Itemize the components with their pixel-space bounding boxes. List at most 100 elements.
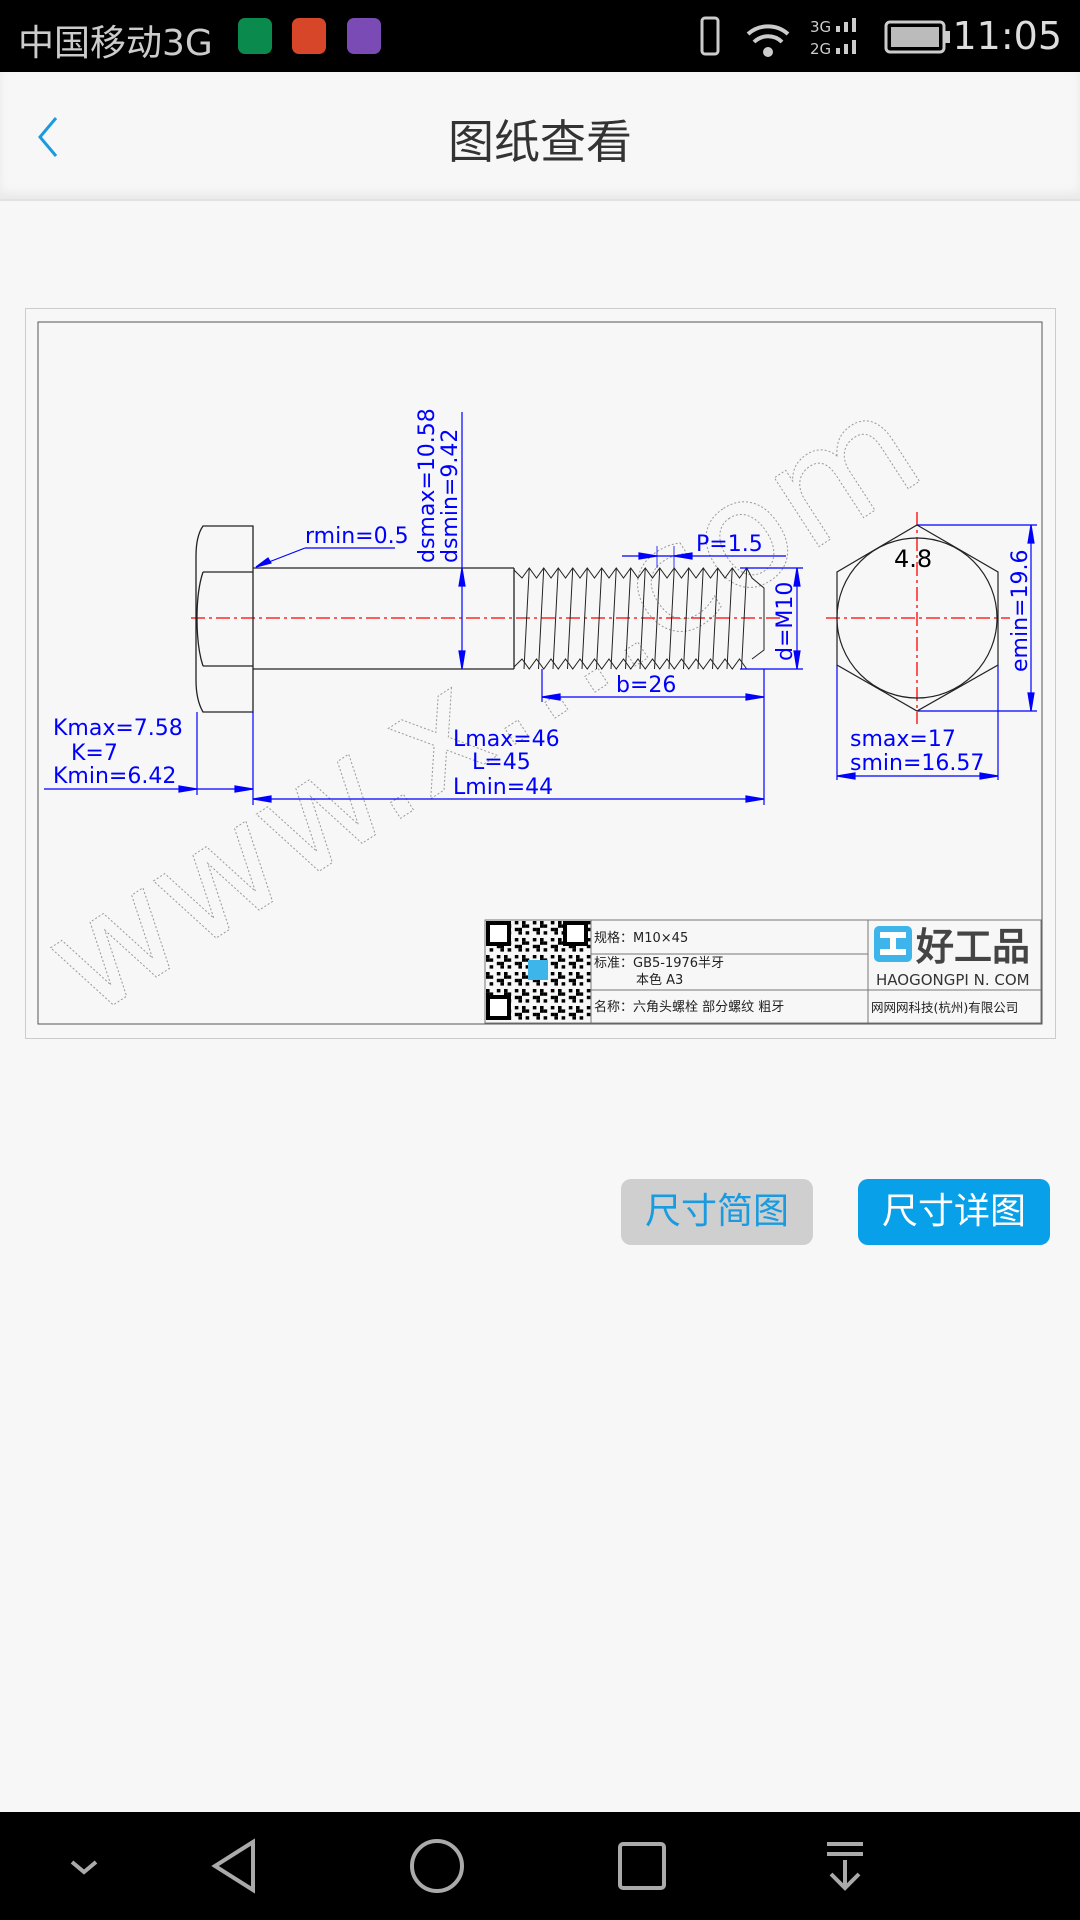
spec-label: 规格： [594, 930, 633, 946]
qr-module [558, 924, 562, 928]
qr-module [576, 958, 580, 962]
drawing-card[interactable] [25, 308, 1056, 1039]
qr-module [518, 1016, 522, 1020]
qr-module [500, 978, 504, 983]
thread-crest-line [596, 567, 603, 670]
qr-module [486, 989, 490, 993]
home-icon[interactable] [407, 1836, 467, 1896]
qr-module [500, 948, 504, 952]
qr-module [543, 999, 548, 1003]
qr-module [568, 961, 573, 966]
detail-dimension-button[interactable]: 尺寸详图 [858, 1179, 1050, 1245]
qr-module [543, 992, 548, 996]
status-bar: 中国移动3G 3G 2G 11:05 [0, 0, 1080, 72]
qr-module [522, 975, 526, 979]
qr-module [507, 975, 512, 979]
thread-crest-line [726, 567, 733, 670]
qr-module [525, 948, 530, 952]
qr-module [558, 975, 562, 979]
qr-module [554, 1016, 558, 1020]
brand-logo: 好工品 HAOGONGPI N. COM [874, 925, 1030, 989]
centerlines [191, 512, 1010, 724]
thread-profile [513, 658, 748, 670]
qr-module [572, 965, 576, 969]
recents-icon[interactable] [612, 1836, 672, 1896]
brand-name: 好工品 [915, 925, 1030, 969]
qr-module [522, 938, 526, 942]
qr-module [496, 961, 501, 966]
qr-module [489, 958, 494, 962]
qr-module [572, 995, 576, 1000]
qr-module [536, 948, 540, 952]
qr-module [486, 958, 490, 962]
svg-text:规格：M10×45: 规格：M10×45 [594, 930, 688, 946]
thread-crest-line [741, 567, 748, 670]
dimension-labels: rmin=0.5 dsmax=10.58 dsmin=9.42 P=1.5 d=… [53, 408, 1033, 800]
battery-icon [884, 20, 950, 54]
qr-module [558, 1006, 562, 1010]
qr-module [518, 995, 522, 1000]
qr-module [532, 938, 537, 942]
back-chevron-icon[interactable] [30, 112, 70, 162]
dsmax-label: dsmax=10.58 [415, 408, 440, 563]
qr-module [540, 1006, 544, 1010]
thread-crest-line [523, 567, 530, 670]
qr-module [561, 999, 566, 1003]
qr-module [496, 978, 501, 983]
qr-module [558, 992, 562, 996]
qr-module [568, 972, 573, 976]
back-icon[interactable] [205, 1836, 265, 1896]
qr-module [561, 975, 566, 979]
qr-module [504, 989, 508, 993]
qr-module [586, 972, 591, 976]
spec-value: M10×45 [633, 931, 688, 946]
qr-module [518, 999, 522, 1003]
standard-value: GB5-1976半牙 [633, 956, 724, 971]
hex-end-view [836, 524, 999, 712]
hide-nav-chevron-icon[interactable] [54, 1836, 114, 1896]
qr-module [586, 955, 591, 959]
qr-module [536, 927, 540, 932]
qr-module [568, 995, 573, 1000]
qr-module [532, 995, 537, 1000]
qr-module [500, 961, 504, 966]
bolt-drawing: www.x....com rmin=0.5 dsmax=10.58 dsmin=… [14, 321, 1043, 1051]
qr-module [525, 1016, 530, 1020]
notification-pull-icon[interactable] [815, 1836, 875, 1896]
simple-dimension-button[interactable]: 尺寸简图 [621, 1179, 813, 1245]
qr-module [536, 995, 540, 1000]
qr-module [522, 992, 526, 996]
qr-module [554, 931, 558, 935]
qr-module [568, 978, 573, 983]
smin-label: smin=16.57 [850, 751, 984, 776]
qr-module [554, 944, 558, 949]
status-icons: 3G 2G [700, 16, 856, 58]
qr-module [576, 1009, 580, 1013]
qr-module [522, 955, 526, 959]
network-2g: 2G [810, 40, 831, 58]
thread-crest-line [697, 567, 704, 670]
rmin-label: rmin=0.5 [305, 524, 409, 549]
qr-module [496, 989, 501, 993]
pitch-label: P=1.5 [696, 532, 763, 557]
qr-module [507, 948, 512, 952]
finish-value: 本色 A3 [636, 972, 683, 988]
qr-code [486, 921, 591, 1020]
clock: 11:05 [952, 14, 1062, 58]
qr-module [514, 921, 519, 925]
qr-module [540, 924, 544, 928]
title-block-text: 规格：M10×45 标准：GB5-1976半牙 本色 A3 名称：六角头螺栓 部… [594, 930, 1018, 1015]
qr-module [586, 961, 591, 966]
qr-module [518, 965, 522, 969]
b-label: b=26 [616, 673, 676, 698]
eye-app-icon [238, 18, 272, 54]
name-value: 六角头螺栓 部分螺纹 粗牙 [633, 1000, 784, 1015]
qr-module [554, 961, 558, 966]
qr-module [543, 1016, 548, 1020]
qr-module [550, 944, 555, 949]
qr-module [525, 1009, 530, 1013]
qr-module [489, 975, 494, 979]
drawing-frame [37, 321, 1043, 1025]
qr-module [518, 927, 522, 932]
qr-module [522, 921, 526, 925]
